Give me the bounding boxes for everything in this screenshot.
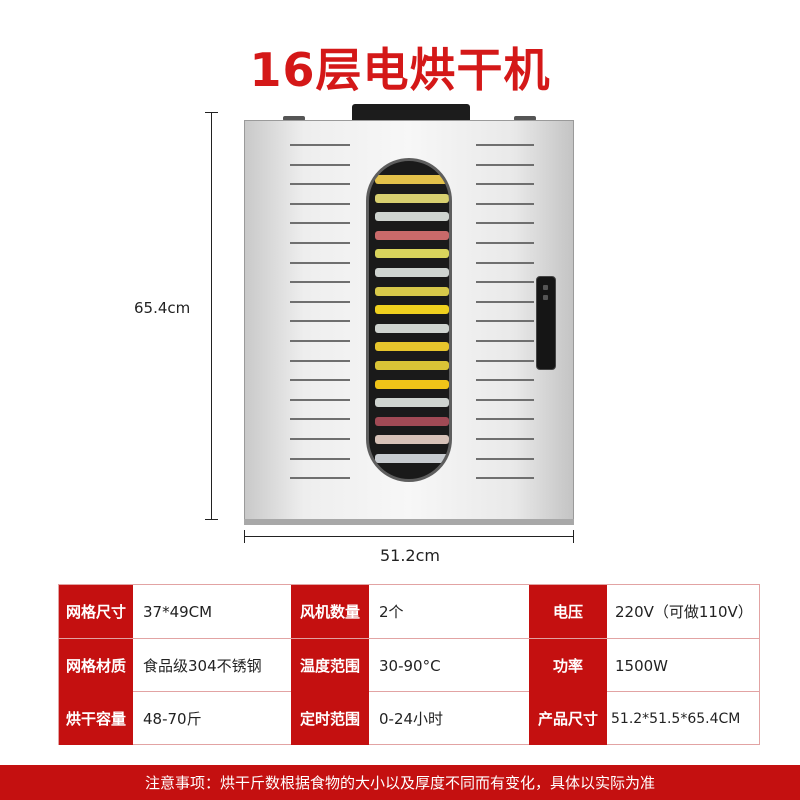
vent-slot — [290, 261, 350, 264]
vent-slot — [476, 320, 534, 323]
vent-slot — [290, 340, 350, 342]
spec-value-temperature-range: 30-90°C — [379, 656, 441, 675]
drying-tray — [375, 286, 449, 296]
drying-tray — [375, 435, 449, 445]
viewing-window — [366, 158, 452, 482]
width-dimension-cap-right — [573, 530, 574, 543]
vent-slot — [476, 438, 534, 440]
vent-slot — [476, 242, 534, 244]
product-title: 16层电烘干机 — [249, 43, 551, 97]
spec-label-power: 功率 — [529, 639, 607, 692]
vent-slot — [290, 202, 350, 205]
top-hinge-right — [514, 116, 536, 121]
vent-slot — [290, 144, 350, 146]
spec-label-grid-material: 网格材质 — [59, 639, 133, 692]
drying-tray — [375, 323, 449, 333]
vent-slot — [290, 222, 350, 225]
table-row-divider — [59, 691, 759, 692]
spec-label-product-size: 产品尺寸 — [529, 692, 607, 745]
spec-label-temperature-range: 温度范围 — [291, 639, 369, 692]
notice-bar: 注意事项：烘干斤数根据食物的大小以及厚度不同而有变化，具体以实际为准 — [0, 765, 800, 800]
drying-tray — [375, 268, 449, 277]
spec-value-grid-size: 37*49CM — [143, 602, 213, 621]
width-dimension-label: 51.2cm — [379, 546, 440, 565]
vent-slot — [290, 379, 350, 382]
vent-slot — [476, 183, 534, 186]
vent-slot — [290, 418, 350, 421]
spec-label-grid-size: 网格尺寸 — [59, 585, 133, 638]
vent-slot — [476, 340, 534, 342]
height-dimension-cap-top — [205, 112, 218, 113]
drying-tray — [375, 361, 449, 370]
spec-value-grid-material: 食品级304不锈钢 — [143, 657, 262, 675]
spec-table: 网格尺寸 37*49CM 风机数量 2个 电压 220V（可做110V） 网格材… — [58, 584, 760, 745]
height-dimension-line — [211, 112, 212, 519]
vent-slot — [290, 300, 350, 303]
drying-tray — [375, 230, 449, 240]
drying-tray — [375, 379, 449, 389]
vent-slot — [476, 359, 534, 362]
drying-tray — [375, 175, 449, 184]
vent-slot — [290, 242, 350, 244]
vent-slot — [290, 281, 350, 284]
vent-slot — [476, 261, 534, 264]
spec-value-drying-capacity: 48-70斤 — [143, 710, 202, 728]
vent-slot — [476, 163, 534, 166]
vent-slot — [290, 163, 350, 166]
vent-slot — [290, 477, 350, 480]
drying-tray — [375, 454, 449, 463]
vent-slot — [290, 183, 350, 186]
vent-slot — [476, 144, 534, 146]
vent-slot — [290, 438, 350, 440]
control-panel — [352, 104, 470, 122]
vent-slot — [476, 457, 534, 460]
vent-slot — [290, 457, 350, 460]
spec-label-fan-count: 风机数量 — [291, 585, 369, 638]
width-dimension-cap-left — [244, 530, 245, 543]
vent-slot — [476, 398, 534, 401]
drying-tray — [375, 193, 449, 203]
vent-slot — [476, 477, 534, 480]
drying-tray — [375, 342, 449, 352]
spec-value-power: 1500W — [615, 656, 669, 675]
dryer-base — [244, 519, 574, 525]
height-dimension-cap-bottom — [205, 519, 218, 520]
drying-tray — [375, 249, 449, 259]
spec-label-voltage: 电压 — [529, 585, 607, 638]
vent-slot — [290, 398, 350, 401]
drying-tray — [375, 212, 449, 222]
drying-tray — [375, 398, 449, 408]
height-dimension-label: 65.4cm — [134, 299, 191, 317]
vent-slot — [476, 281, 534, 284]
spec-label-drying-capacity: 烘干容量 — [59, 692, 133, 745]
notice-text: 注意事项：烘干斤数根据食物的大小以及厚度不同而有变化，具体以实际为准 — [144, 774, 655, 792]
vent-slot — [290, 359, 350, 362]
door-handle — [536, 276, 556, 370]
drying-tray — [375, 305, 449, 315]
spec-value-fan-count: 2个 — [379, 603, 404, 621]
spec-value-voltage: 220V（可做110V） — [615, 603, 753, 621]
table-row-divider — [59, 638, 759, 639]
vent-slot — [290, 320, 350, 323]
spec-value-product-size: 51.2*51.5*65.4CM — [611, 710, 741, 727]
vent-slot — [476, 222, 534, 225]
spec-value-timer-range: 0-24小时 — [379, 710, 444, 728]
width-dimension-line — [244, 536, 573, 537]
vent-slot — [476, 202, 534, 205]
vent-slot — [476, 379, 534, 382]
vent-slot — [476, 418, 534, 421]
drying-tray — [375, 416, 449, 426]
spec-label-timer-range: 定时范围 — [291, 692, 369, 745]
vent-slot — [476, 300, 534, 303]
top-hinge-left — [283, 116, 305, 121]
